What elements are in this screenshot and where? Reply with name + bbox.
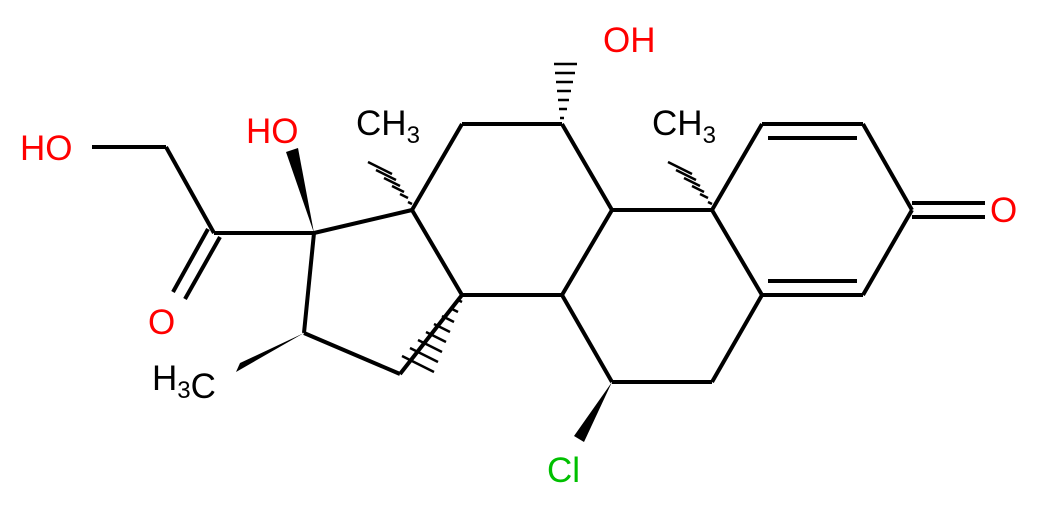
bond (183, 236, 222, 300)
bond (710, 208, 764, 297)
wedge-bond (286, 148, 314, 233)
wedge-bond (574, 382, 612, 442)
hash-bonds (367, 62, 713, 374)
bond (710, 294, 764, 383)
bond (861, 123, 914, 211)
bond (302, 232, 316, 334)
ketone-oxygen-label-20: O (148, 303, 175, 342)
hydroxyl-label-17: HO (246, 112, 299, 151)
chlorine-label: Cl (547, 451, 580, 490)
bond (560, 122, 614, 212)
ring-b (560, 208, 764, 384)
bond (560, 294, 614, 383)
methyl-label-13: CH3 (356, 104, 420, 149)
bond (410, 122, 464, 212)
ketone-oxygen-label-3: O (990, 191, 1017, 230)
bond (410, 208, 464, 297)
methyl-label-10: CH3 (652, 104, 716, 149)
bond (710, 122, 764, 212)
bond (303, 331, 401, 376)
ring-c (410, 122, 614, 297)
bond (313, 208, 413, 235)
bond (560, 208, 614, 297)
methyl-label-16: H3C (152, 359, 216, 406)
bond (861, 209, 914, 296)
side-chain (92, 145, 314, 300)
bond (164, 146, 216, 234)
atom-labels: OH HO HO CH3 CH3 H3C O O Cl (20, 21, 1017, 490)
wedge-bond (236, 333, 304, 372)
hydroxyl-label-11: OH (603, 21, 656, 60)
hydroxyl-label-21: HO (20, 129, 73, 168)
ring-a (710, 122, 985, 297)
bond (171, 228, 210, 293)
wedge-bonds (236, 148, 612, 442)
